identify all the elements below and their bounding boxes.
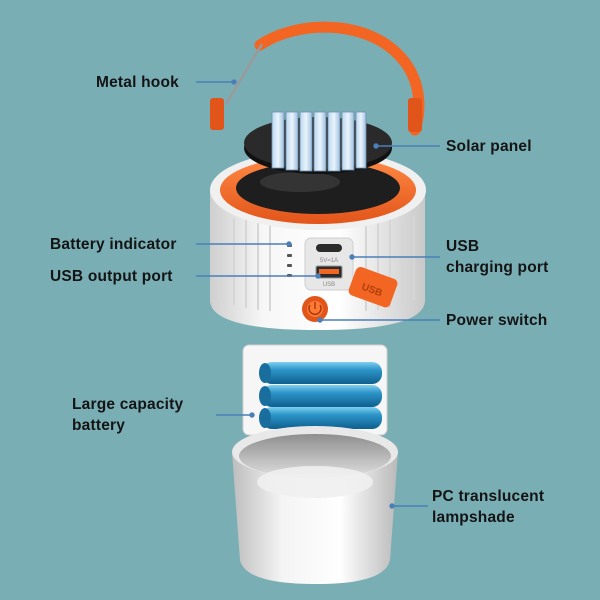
port-text-usb: USB	[323, 282, 335, 288]
lampshade	[232, 426, 398, 584]
label-power-switch: Power switch	[446, 310, 547, 331]
handle-left-clip	[210, 98, 224, 130]
label-usb-charging-port: USB charging port	[446, 236, 549, 278]
label-lampshade-line1: PC translucent	[432, 486, 544, 507]
metal-hook-wire	[226, 44, 262, 104]
label-lampshade-line2: lampshade	[432, 507, 544, 528]
label-large-capacity-battery: Large capacity battery	[72, 394, 183, 436]
solar-cells	[272, 112, 366, 171]
battery-pack	[243, 345, 387, 435]
handle-right-clip	[408, 98, 422, 132]
label-usb-output-port: USB output port	[50, 266, 173, 287]
label-metal-hook: Metal hook	[96, 72, 179, 93]
label-solar-panel: Solar panel	[446, 136, 532, 157]
type-c-port	[316, 244, 342, 252]
port-panel: 5V=1A USB	[305, 238, 353, 290]
label-battery-line2: battery	[72, 415, 183, 436]
label-usb-charging-line2: charging port	[446, 257, 549, 278]
battery-cells	[259, 362, 382, 429]
port-text-typec: 5V=1A	[320, 258, 338, 264]
power-switch	[302, 296, 328, 322]
label-battery-line1: Large capacity	[72, 394, 183, 415]
label-usb-charging-line1: USB	[446, 236, 549, 257]
solar-panel	[244, 112, 392, 174]
label-pc-translucent-lampshade: PC translucent lampshade	[432, 486, 544, 528]
label-battery-indicator: Battery indicator	[50, 234, 177, 255]
